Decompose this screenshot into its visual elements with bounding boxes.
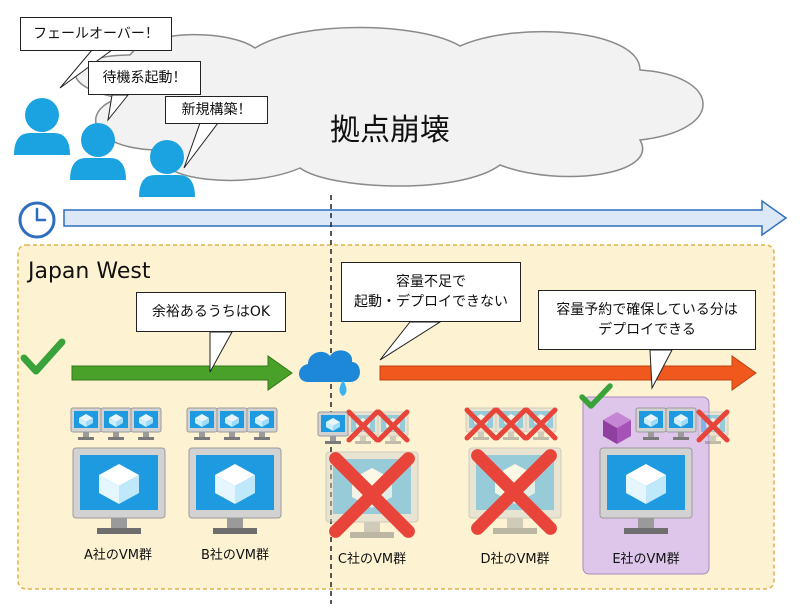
callout-standby: 待機系起動！ xyxy=(88,61,201,95)
region-name: Japan West xyxy=(28,259,151,284)
disaster-cloud xyxy=(74,26,704,187)
callout-tail-standby xyxy=(107,94,130,122)
callout-failover: フェールオーバー！ xyxy=(20,17,172,51)
note-capacity-short: 容量不足で 起動・デプロイできない xyxy=(341,262,521,322)
callout-new-build: 新規構築！ xyxy=(165,96,268,124)
person-icon-1 xyxy=(14,98,70,155)
company-e-label: E社のVM群 xyxy=(612,552,680,567)
company-c-label: C社のVM群 xyxy=(337,552,407,567)
failure-arrow xyxy=(379,355,757,391)
company-b-label: B社のVM群 xyxy=(200,548,270,563)
note-capacity-line-2: 起動・デプロイできない xyxy=(354,294,508,310)
company-c-vms xyxy=(317,412,419,539)
note-tail-capacity xyxy=(379,321,442,361)
note-reserved-line-1: 容量予約で確保している分は xyxy=(556,302,738,318)
note-tail-margin xyxy=(209,331,233,373)
company-d-label: D社のVM群 xyxy=(480,552,550,567)
rain-cloud-icon xyxy=(299,350,360,396)
clock-icon xyxy=(18,201,56,239)
reservation-cube-icon xyxy=(603,412,631,444)
timeline xyxy=(63,199,788,237)
check-icon xyxy=(20,338,66,375)
company-a-vms xyxy=(70,407,166,535)
note-margin: 余裕あるうちはOK xyxy=(136,292,286,332)
disaster-label: 拠点崩壊 xyxy=(330,113,450,148)
note-capacity-line-1: 容量不足で xyxy=(396,274,466,290)
company-b-vms xyxy=(186,407,282,535)
company-d-vms xyxy=(466,407,562,534)
company-e-vms xyxy=(599,407,728,535)
note-tail-reserved xyxy=(649,349,673,390)
note-reserved: 容量予約で確保している分は デプロイできる xyxy=(538,290,756,350)
check-icon-reserved xyxy=(579,383,613,409)
note-reserved-line-2: デプロイできる xyxy=(598,322,696,338)
ok-arrow xyxy=(71,355,293,391)
company-a-label: A社のVM群 xyxy=(83,548,152,563)
